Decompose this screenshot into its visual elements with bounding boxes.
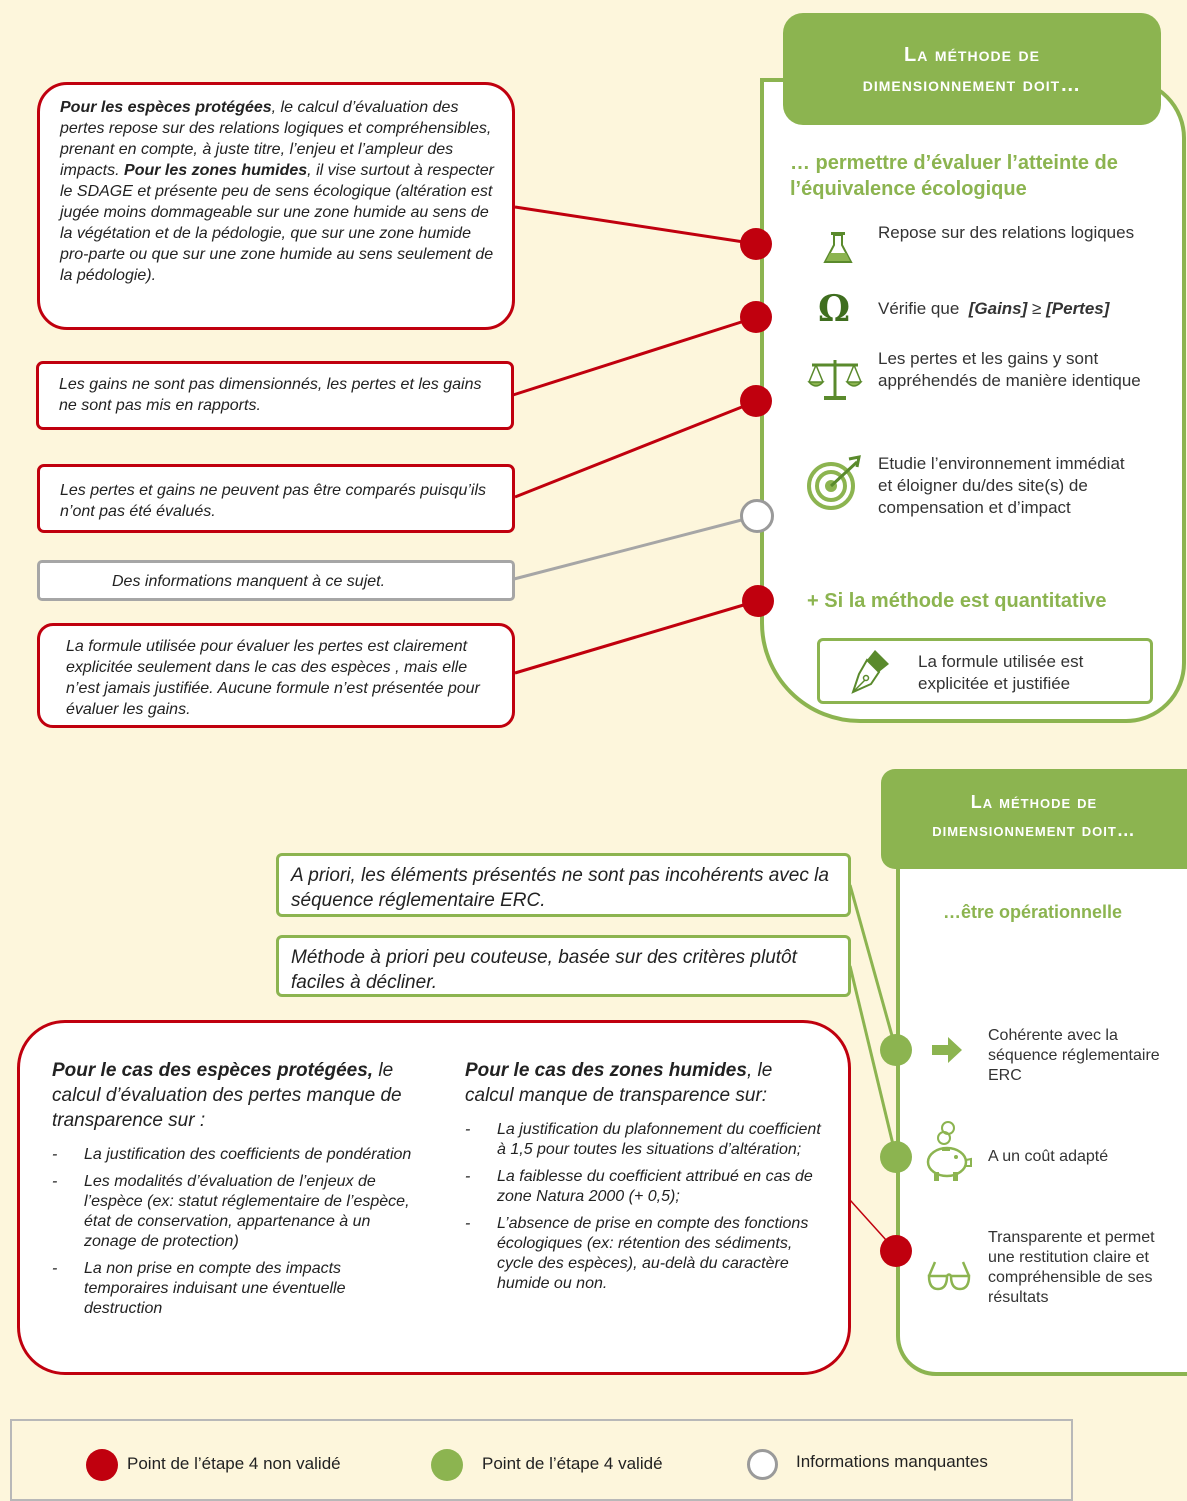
criterion-text: Etudie l’environnement immédiat et éloig… — [878, 454, 1125, 517]
status-dot-validated — [880, 1034, 912, 1066]
list-item: La faiblesse du coefficient attribué en … — [465, 1167, 825, 1207]
list-item: La non prise en compte des impacts tempo… — [52, 1259, 422, 1319]
transparency-comment-box: Pour le cas des espèces protégées, le ca… — [17, 1020, 851, 1375]
comment-box: A priori, les éléments présentés ne sont… — [276, 853, 851, 917]
criterion-prefix: Vérifie que — [878, 299, 960, 318]
comment-text: La formule utilisée pour évaluer les per… — [66, 638, 480, 718]
arrow-right-icon — [932, 1037, 962, 1063]
comment-box: Les pertes et gains ne peuvent pas être … — [37, 464, 515, 533]
header-line: La méthode de — [904, 44, 1040, 66]
comment-text: Méthode à priori peu couteuse, basée sur… — [291, 947, 797, 993]
comment-column-species: Pour le cas des espèces protégées, le ca… — [52, 1058, 422, 1326]
comment-box: Pour les espèces protégées, le calcul d’… — [37, 82, 515, 330]
comment-text: Des informations manquent à ce sujet. — [112, 573, 386, 590]
column-heading-text: , le calcul manque de transparence sur: — [465, 1060, 773, 1106]
formula-operator: ≥ — [1032, 299, 1042, 318]
comment-bold: Pour les espèces protégées — [60, 99, 272, 116]
panel-header: La méthode de dimensionnement doit… — [881, 769, 1187, 869]
comment-text: A priori, les éléments présentés ne sont… — [291, 865, 829, 911]
glasses-icon — [927, 1261, 971, 1291]
quantitative-box — [817, 638, 1153, 704]
column-heading: Pour le cas des espèces protégées, le ca… — [52, 1058, 422, 1133]
status-dot-not-validated — [740, 301, 772, 333]
comment-box: Les gains ne sont pas dimensionnés, les … — [36, 361, 514, 430]
legend-dot-validated — [431, 1449, 463, 1481]
criterion-text: Transparente et permet une restitution c… — [988, 1229, 1155, 1306]
connector-line — [513, 514, 758, 581]
pen-icon — [851, 650, 889, 694]
criterion-text: Vérifie que [Gains] ≥ [Pertes] — [878, 298, 1158, 320]
criterion-text: La formule utilisée est explicitée et ju… — [918, 652, 1084, 693]
connector-line — [514, 599, 758, 675]
list-item: L’absence de prise en compte des fonctio… — [465, 1214, 825, 1294]
panel-header: La méthode de dimensionnement doit… — [783, 13, 1161, 125]
header-line: La méthode de — [970, 792, 1098, 812]
status-dot-not-validated — [740, 385, 772, 417]
criterion-text: Les pertes et les gains y sont appréhend… — [878, 349, 1141, 390]
scales-icon — [807, 360, 863, 400]
column-list: La justification du plafonnement du coef… — [465, 1120, 825, 1294]
piggy-bank-icon — [926, 1121, 972, 1181]
column-heading-bold: Pour le cas des espèces protégées, — [52, 1060, 374, 1081]
comment-box: Des informations manquent à ce sujet. — [37, 560, 515, 601]
connector-line — [514, 205, 758, 246]
criterion-text: Repose sur des relations logiques — [878, 223, 1135, 242]
comment-column-wetlands: Pour le cas des zones humides, le calcul… — [465, 1058, 825, 1301]
legend-label: Point de l’étape 4 non validé — [127, 1454, 341, 1473]
legend-label: Point de l’étape 4 validé — [482, 1454, 663, 1473]
legend-dot-missing — [747, 1449, 778, 1480]
connector-line — [514, 399, 758, 499]
status-dot-not-validated — [740, 228, 772, 260]
panel-subtitle: …être opérationnelle — [943, 902, 1123, 922]
flask-icon — [823, 232, 853, 263]
formula-gains: [Gains] — [968, 299, 1028, 318]
column-heading-bold: Pour le cas des zones humides — [465, 1060, 747, 1081]
status-dot-not-validated — [742, 585, 774, 617]
panel-subtitle: … permettre d’évaluer l’atteinte de l’éq… — [790, 152, 1118, 200]
comment-text: Les pertes et gains ne peuvent pas être … — [60, 482, 487, 520]
list-item: Les modalités d’évaluation de l’enjeux d… — [52, 1172, 422, 1252]
legend-label: Informations manquantes — [796, 1452, 988, 1471]
status-dot-missing — [740, 499, 774, 533]
connector-line — [848, 884, 898, 1051]
comment-bold: Pour les zones humides — [124, 162, 308, 179]
target-icon — [807, 455, 861, 510]
quantitative-title: + Si la méthode est quantitative — [807, 590, 1107, 612]
legend: Point de l’étape 4 non validé Point de l… — [10, 1419, 1073, 1501]
header-line: dimensionnement doit… — [862, 74, 1082, 96]
legend-dot-not-validated — [86, 1449, 118, 1481]
formula-pertes: [Pertes] — [1046, 299, 1110, 318]
connector-line — [512, 315, 758, 397]
status-dot-validated — [880, 1141, 912, 1173]
comment-text: , il vise surtout à respecter le SDAGE e… — [60, 162, 494, 284]
comment-text: Les gains ne sont pas dimensionnés, les … — [59, 376, 482, 414]
list-item: La justification du plafonnement du coef… — [465, 1120, 825, 1160]
column-heading-text: le calcul d’évaluation des pertes manque… — [52, 1060, 402, 1131]
connector-line — [848, 965, 898, 1158]
comment-box: Méthode à priori peu couteuse, basée sur… — [276, 935, 851, 997]
header-line: dimensionnement doit… — [932, 820, 1136, 840]
comment-box: La formule utilisée pour évaluer les per… — [37, 623, 515, 728]
status-dot-not-validated — [880, 1235, 912, 1267]
column-heading: Pour le cas des zones humides, le calcul… — [465, 1058, 825, 1108]
criterion-text: A un coût adapté — [988, 1148, 1109, 1165]
comment-text: , le calcul d’évaluation des pertes repo… — [60, 99, 492, 179]
omega-icon: Ω — [818, 288, 851, 330]
criterion-text: Cohérente avec la séquence réglementaire… — [988, 1027, 1160, 1084]
column-list: La justification des coefficients de pon… — [52, 1145, 422, 1319]
list-item: La justification des coefficients de pon… — [52, 1145, 422, 1165]
